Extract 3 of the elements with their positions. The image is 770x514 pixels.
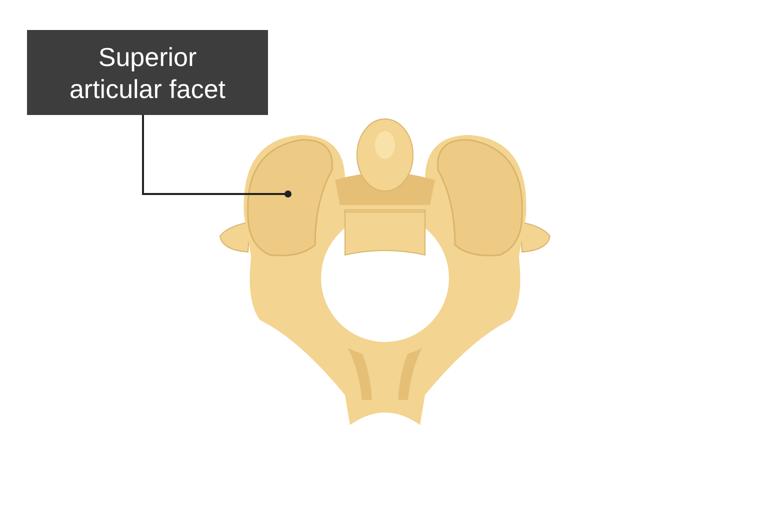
leader-line (142, 115, 292, 198)
label-box: Superior articular facet (27, 30, 268, 115)
articular-facet (247, 139, 333, 256)
